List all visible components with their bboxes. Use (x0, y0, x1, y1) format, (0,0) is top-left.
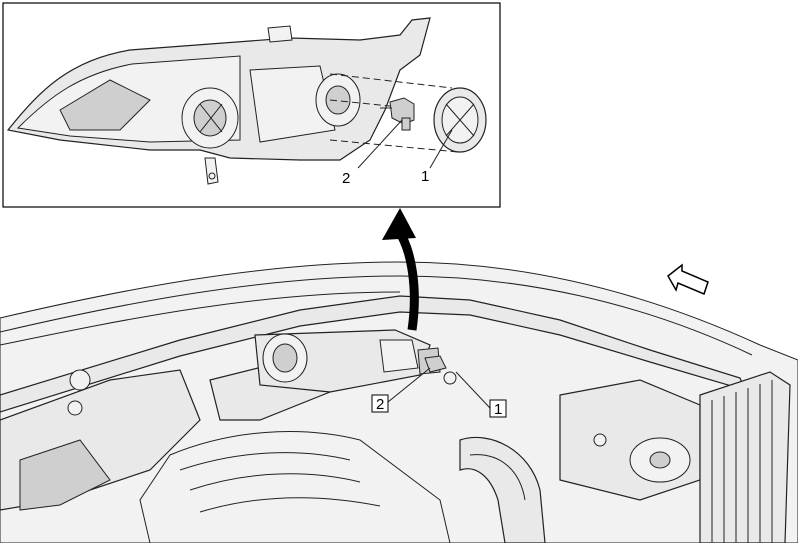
callout-label-2-main: 2 (376, 396, 384, 413)
headlamp-bulb-cover (433, 87, 487, 153)
callout-1-main: 1 (455, 371, 507, 418)
front-direction-arrow (667, 263, 709, 296)
callout-label-1-main: 1 (494, 401, 502, 418)
callout-1-detail: 1 (421, 129, 453, 185)
headlamp-bulb (380, 97, 415, 131)
callout-2-main: 2 (371, 367, 431, 413)
assembly-alignment-lines (329, 73, 459, 153)
callout-label-2-detail: 2 (342, 170, 350, 187)
headlamp-detail-inset (2, 2, 501, 208)
callout-label-1-detail: 1 (421, 168, 429, 185)
detail-pointer-arrow (382, 208, 419, 331)
engine-compartment-view (0, 261, 798, 543)
callout-2-detail: 2 (342, 119, 403, 187)
